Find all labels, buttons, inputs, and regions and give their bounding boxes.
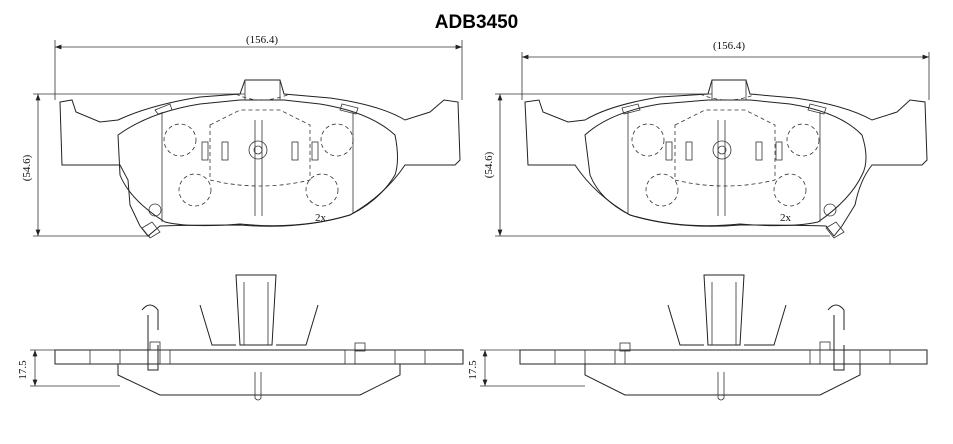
thickness-dimension-label: 17.5 bbox=[467, 360, 479, 380]
clip-right bbox=[339, 103, 359, 115]
backing-plate-side bbox=[54, 349, 464, 365]
backing-plate-outline bbox=[59, 79, 461, 237]
center-hole bbox=[248, 140, 268, 160]
rivet-circle bbox=[645, 173, 679, 207]
side-view-left: 17.5 bbox=[17, 274, 464, 401]
quantity-label: 2x bbox=[780, 212, 792, 224]
friction-pad-outline bbox=[117, 99, 398, 227]
clip-left bbox=[621, 103, 641, 115]
friction-material-side bbox=[584, 364, 861, 396]
rivet-circle bbox=[631, 123, 665, 157]
rivet-circle bbox=[178, 173, 212, 207]
height-dimension-label: (54.6) bbox=[483, 151, 495, 178]
rivet-circle bbox=[320, 123, 354, 157]
front-view-right: (156.4) (54.6) 2x bbox=[483, 40, 930, 239]
front-view-left: (156.4) (54.6) bbox=[21, 34, 463, 239]
thickness-dimension-label: 17.5 bbox=[17, 360, 29, 380]
clip-left bbox=[154, 103, 173, 115]
center-hole bbox=[712, 140, 732, 160]
height-dimension-label: (54.6) bbox=[21, 154, 33, 181]
rivet-circle bbox=[305, 173, 339, 207]
wear-indicator bbox=[823, 203, 837, 217]
clip-right bbox=[807, 103, 827, 115]
spring-clip bbox=[703, 274, 745, 346]
spring-clip bbox=[235, 274, 277, 346]
rivet-circle bbox=[786, 123, 820, 157]
width-dimension-label: (156.4) bbox=[713, 40, 745, 52]
side-view-right: 17.5 bbox=[467, 274, 928, 401]
quantity-label: 2x bbox=[315, 212, 327, 224]
friction-pad-outline bbox=[584, 99, 867, 227]
rivet-circle bbox=[163, 123, 197, 157]
part-number-title: ADB3450 bbox=[434, 12, 519, 33]
rivet-circle bbox=[773, 173, 807, 207]
width-dimension-label: (156.4) bbox=[246, 34, 278, 46]
friction-material-side bbox=[117, 364, 401, 396]
backing-plate-side bbox=[519, 349, 928, 365]
wear-indicator bbox=[148, 203, 162, 217]
